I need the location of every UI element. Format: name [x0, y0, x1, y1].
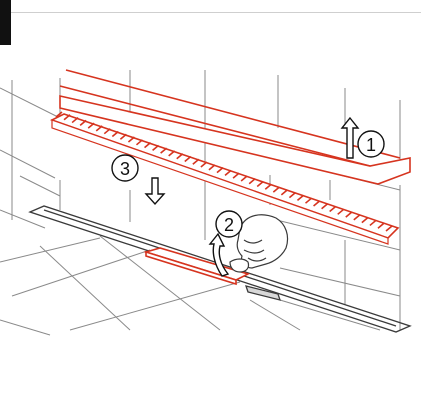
grate-slot — [192, 158, 200, 165]
grate-slot — [55, 111, 63, 118]
grate-slot — [168, 150, 176, 157]
step-marker-2: 2 — [215, 210, 243, 238]
grate-slot — [296, 194, 304, 202]
grate-slot — [111, 130, 119, 138]
grate-slot — [288, 192, 296, 199]
step-marker-1: 1 — [357, 130, 385, 158]
wall-tiles — [0, 70, 401, 330]
grate-slot — [240, 175, 248, 182]
grate-slot — [63, 114, 71, 121]
grate-slot — [353, 214, 361, 221]
grate-slot — [272, 186, 280, 193]
top-frame-line — [0, 0, 421, 13]
step-marker-3: 3 — [111, 154, 139, 182]
step-label-2: 2 — [224, 215, 234, 235]
grate-slot — [305, 197, 313, 204]
wall-profile — [59, 69, 411, 185]
grate-slot — [152, 144, 160, 151]
hand-icon — [229, 214, 289, 273]
grate-slot — [144, 141, 152, 149]
grate-slot — [224, 169, 232, 177]
grate-slot — [135, 139, 143, 146]
grate-slot — [119, 133, 127, 140]
grate-slot — [87, 122, 95, 129]
grate-slot — [216, 166, 224, 174]
grate-slot — [184, 155, 192, 163]
grate-slot — [313, 200, 321, 207]
grate-slot — [248, 178, 256, 185]
grate-slot — [71, 116, 79, 124]
grate-slot — [103, 128, 111, 135]
grate-slot — [280, 189, 288, 196]
grate-slot — [329, 205, 337, 213]
grate-slot — [95, 125, 103, 132]
grate-slot — [369, 219, 377, 227]
down-arrow-icon — [144, 177, 166, 206]
grate-slot — [337, 208, 345, 215]
curved-lift-arrow-icon — [208, 232, 230, 277]
grate-slot — [79, 119, 87, 126]
grate-slot — [208, 164, 216, 171]
grate-slot — [345, 211, 353, 218]
grate-slot — [377, 222, 385, 229]
floor-tiles — [0, 235, 381, 336]
corner-marker — [0, 0, 11, 45]
grate-slot — [232, 172, 240, 179]
grate-slot — [264, 183, 272, 190]
grate-slot — [176, 153, 184, 160]
step-label-1: 1 — [366, 135, 376, 155]
grate-slot — [385, 225, 393, 232]
grate-slot — [256, 180, 264, 188]
grate-cover — [49, 111, 400, 245]
grate-slot — [361, 217, 369, 224]
step-label-3: 3 — [120, 159, 130, 179]
grate-slot — [321, 203, 329, 210]
grate-slot — [160, 147, 168, 154]
grate-slot — [200, 161, 208, 168]
grate-slot — [127, 136, 135, 143]
up-arrow-icon — [340, 116, 360, 159]
